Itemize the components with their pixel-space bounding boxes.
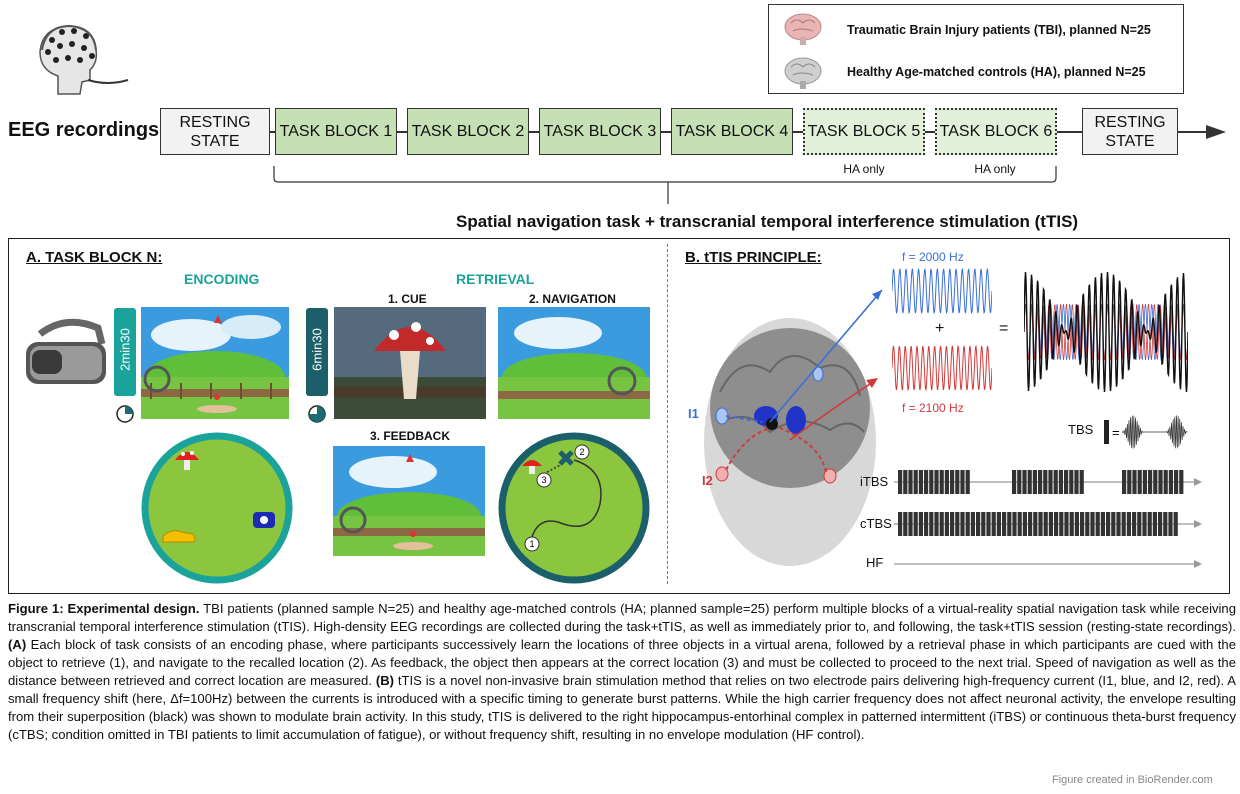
tbi-brain-icon bbox=[784, 13, 822, 45]
legend-ha-text: Healthy Age-matched controls (HA), plann… bbox=[847, 65, 1146, 79]
feedback-label: 3. FEEDBACK bbox=[370, 429, 451, 443]
vr-headset-icon bbox=[26, 318, 106, 384]
marker-3: 3 bbox=[541, 475, 546, 485]
figure-caption: Figure 1: Experimental design. TBI patie… bbox=[8, 600, 1236, 744]
caption-part-1: TBI patients (planned sample N=25) and h… bbox=[8, 601, 1236, 634]
f1-label: f = 2000 Hz bbox=[902, 250, 964, 264]
ha-only-label-6: HA only bbox=[974, 162, 1016, 176]
timeline-label: EEG recordings: bbox=[8, 119, 166, 141]
retrieval-clock-icon bbox=[308, 405, 326, 423]
timeline-block-4: TASK BLOCK 3 bbox=[539, 108, 661, 155]
biorender-credit: Figure created in BioRender.com bbox=[1052, 774, 1213, 786]
envelope-waveform bbox=[1024, 272, 1188, 392]
encoding-label: ENCODING bbox=[184, 271, 260, 287]
feedback-scene bbox=[333, 446, 485, 556]
i2-label: I2 bbox=[702, 473, 713, 488]
equals-sign: = bbox=[999, 320, 1009, 337]
encoding-arena bbox=[141, 432, 293, 584]
sneaker-icon bbox=[162, 530, 196, 543]
retrieval-label: RETRIEVAL bbox=[456, 271, 535, 287]
caption-a-label: (A) bbox=[8, 637, 27, 652]
encoding-scene bbox=[141, 307, 289, 419]
navigation-scene bbox=[498, 307, 650, 419]
timeline-block-8: RESTING STATE bbox=[1082, 108, 1178, 155]
stimulation-protocols bbox=[894, 470, 1202, 568]
tbs-label: TBS bbox=[1068, 422, 1094, 437]
wave-2100hz bbox=[892, 344, 992, 392]
encoding-clock-icon bbox=[116, 405, 134, 423]
marker-1: 1 bbox=[529, 539, 534, 549]
caption-part-2: Each block of task consists of an encodi… bbox=[8, 637, 1236, 688]
hf-label: HF bbox=[866, 555, 884, 570]
telephone-icon bbox=[253, 512, 275, 528]
caption-b-label: (B) bbox=[375, 673, 395, 688]
i1-label: I1 bbox=[688, 406, 699, 421]
timeline-block-6: TASK BLOCK 5 bbox=[803, 108, 925, 155]
timeline-arrowhead bbox=[1206, 125, 1226, 139]
ha-only-label-5: HA only bbox=[843, 162, 885, 176]
encoding-timer-badge: 2min30 bbox=[114, 308, 136, 396]
legend-tbi-text: Traumatic Brain Injury patients (TBI), p… bbox=[847, 23, 1151, 37]
navigation-path bbox=[529, 459, 602, 545]
mushroom-icon bbox=[175, 451, 199, 470]
itbs-label: iTBS bbox=[860, 474, 889, 489]
caption-fig-label: Figure 1: Experimental design. bbox=[8, 601, 200, 616]
retrieval-timer-text: 6min30 bbox=[309, 328, 325, 371]
ctbs-label: cTBS bbox=[860, 516, 892, 531]
wave-2000hz bbox=[892, 268, 992, 314]
retrieval-arena: 1 2 3 bbox=[498, 432, 650, 584]
figure-frame bbox=[8, 238, 1230, 594]
cross-marker-icon bbox=[558, 450, 574, 466]
tbs-waveform: = bbox=[1104, 415, 1188, 449]
cue-scene bbox=[334, 307, 486, 419]
timeline-block-7: TASK BLOCK 6 bbox=[935, 108, 1057, 155]
timeline-block-2: TASK BLOCK 1 bbox=[275, 108, 397, 155]
panel-a-heading: A. TASK BLOCK N: bbox=[26, 249, 163, 266]
timeline-block-1: RESTING STATE bbox=[160, 108, 270, 155]
ha-brain-icon bbox=[784, 57, 822, 89]
marker-2: 2 bbox=[579, 447, 584, 457]
plus-sign: + bbox=[935, 320, 945, 337]
retrieval-timer-badge: 6min30 bbox=[306, 308, 328, 396]
timeline-bracket bbox=[273, 166, 1057, 204]
mushroom-icon bbox=[522, 460, 542, 474]
brain-head-illustration bbox=[704, 318, 876, 566]
svg-text:=: = bbox=[1112, 425, 1120, 440]
cue-label: 1. CUE bbox=[388, 292, 427, 306]
encoding-timer-text: 2min30 bbox=[117, 328, 133, 371]
timeline-block-5: TASK BLOCK 4 bbox=[671, 108, 793, 155]
panel-divider bbox=[667, 244, 668, 584]
tTIS-title: Spatial navigation task + transcranial t… bbox=[456, 212, 1079, 231]
timeline-block-3: TASK BLOCK 2 bbox=[407, 108, 529, 155]
navigation-label: 2. NAVIGATION bbox=[529, 292, 616, 306]
current-arrows bbox=[769, 289, 883, 440]
f2-label: f = 2100 Hz bbox=[902, 401, 964, 415]
eeg-head-icon bbox=[39, 24, 129, 95]
caption-part-3: tTIS is a novel non-invasive brain stimu… bbox=[8, 673, 1236, 742]
panel-b-heading: B. tTIS PRINCIPLE: bbox=[685, 249, 822, 266]
legend-box: Traumatic Brain Injury patients (TBI), p… bbox=[768, 4, 1184, 94]
